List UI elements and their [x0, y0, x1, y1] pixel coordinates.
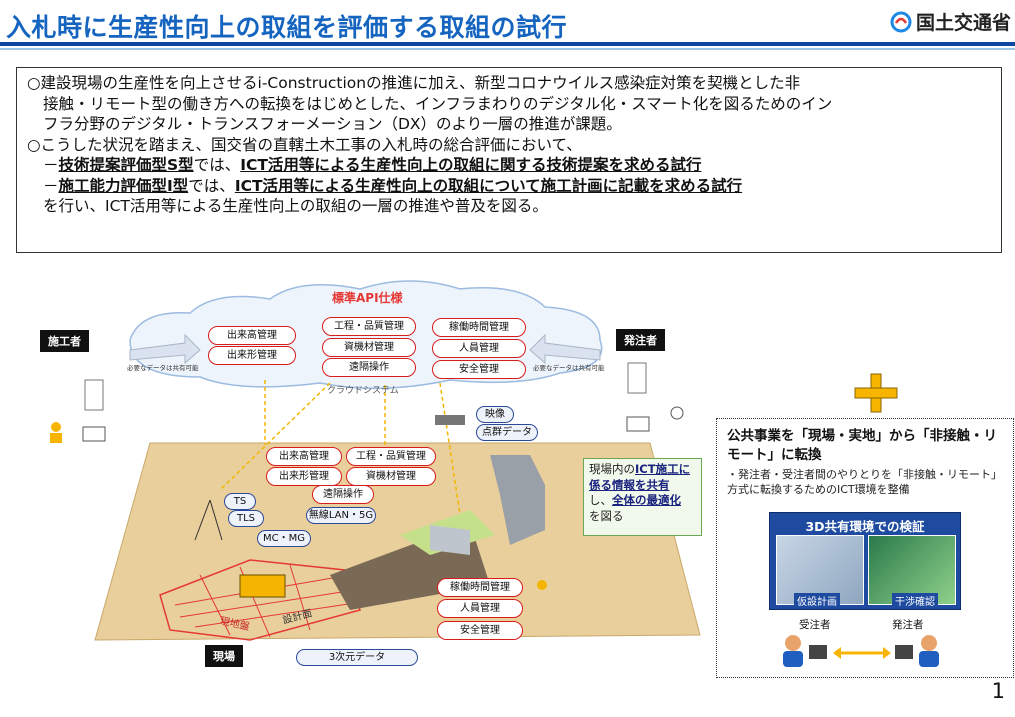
ict-sharing-callout: 現場内のICT施工に 係る情報を共有 し、全体の最適化 を図る	[583, 458, 702, 536]
callout-text: し、	[589, 493, 612, 507]
video-label: 映像	[476, 406, 514, 423]
item-mid: では、	[188, 176, 235, 195]
contractor-avatar-icon	[785, 635, 801, 651]
plus-icon	[854, 373, 898, 413]
remote-panel-title: 公共事業を「現場・実地」から「非接触・リモート」に転換	[727, 428, 997, 463]
tls-label: TLS	[228, 510, 264, 527]
right-pill: 稼働時間管理	[437, 578, 523, 597]
cloud-pill: 出来形管理	[208, 346, 296, 365]
field-pill: 遠隔操作	[312, 485, 374, 504]
laptop-icon	[82, 426, 106, 442]
monitor-icon	[809, 645, 827, 659]
remote-panel-text: ・発注者・受注者間のやりとりを「非接触・リモート」方式に転換するためのICT環境…	[727, 468, 1002, 496]
eval-type-i: 施工能力評価型Ⅰ型	[58, 176, 189, 195]
cloud-system-label: クラウドシステム	[327, 386, 399, 396]
eval-requirement-s: ICT活用等による生産性向上の取組に関する技術提案を求める試行	[240, 156, 702, 174]
share-note-right: 必要なデータは共有可能	[533, 364, 605, 372]
summary-item-s-type: －技術提案評価型S型では、ICT活用等による生産性向上の取組に関する技術提案を求…	[27, 155, 991, 176]
right-pill: 安全管理	[437, 621, 523, 640]
point-cloud-label: 点群データ	[476, 424, 538, 441]
field-pill: 出来高管理	[266, 447, 342, 466]
laptop-icon	[626, 416, 650, 432]
owner-avatar-icon	[921, 635, 937, 651]
field-pill: 工程・品質管理	[346, 447, 436, 466]
cloud-pill: 遠隔操作	[322, 358, 416, 377]
field-pill: 出来形管理	[266, 467, 342, 486]
summary-line: ○建設現場の生産性を向上させるi-Constructionの推進に加え、新型コロ…	[27, 74, 801, 92]
eval-requirement-i: ICT活用等による生産性向上の取組について施工計画に記載を求める試行	[234, 176, 743, 195]
share-arrow-left	[129, 333, 201, 365]
owner-label: 発注者	[616, 329, 665, 351]
caption-temporary-plan: 仮設計画	[794, 593, 840, 608]
bridge-pier	[490, 455, 545, 545]
callout-text: を図る	[589, 508, 624, 523]
summary-line: を行い、ICT活用等による生産性向上の取組の一層の推進や普及を図る。	[43, 197, 548, 215]
office-building-icon	[84, 379, 104, 411]
summary-line: 接触・リモート型の働き方への転換をはじめとした、インフラまわりのデジタル化・スマ…	[43, 94, 833, 113]
dash: －	[43, 156, 59, 174]
cloud-pill: 出来高管理	[208, 326, 296, 345]
worker-icon	[51, 422, 61, 432]
contractor-person-label: 受注者	[799, 619, 831, 631]
mc-mg-label: MC・MG	[257, 530, 311, 547]
callout-bold: 全体の最適化	[612, 493, 681, 507]
remote-panel: 公共事業を「現場・実地」から「非接触・リモート」に転換 ・発注者・受注者間のやり…	[716, 418, 1014, 678]
cloud-pill: 人員管理	[432, 339, 526, 358]
3d-box-title: 3D共有環境での検証	[805, 519, 925, 534]
ts-label: TS	[224, 493, 256, 510]
3d-environment-box: 3D共有環境での検証 仮設計画 干渉確認	[769, 512, 961, 610]
cloud-pill: 工程・品質管理	[322, 317, 416, 336]
remote-communication-graphic	[783, 635, 939, 667]
right-pill: 人員管理	[437, 599, 523, 618]
person-icon	[670, 406, 684, 420]
drone-icon	[435, 415, 465, 425]
ground-mesh	[159, 559, 361, 641]
bulldozer-icon	[239, 574, 286, 598]
title-underline-light	[0, 48, 1015, 50]
item-mid: では、	[193, 156, 241, 174]
dash: －	[43, 176, 59, 195]
cloud-pill: 安全管理	[432, 360, 526, 379]
callout-bold: 係る情報を共有	[589, 477, 670, 492]
wireless-lan-5g-label: 無線LAN・5G	[306, 507, 376, 524]
summary-line: フラ分野のデジタル・トランスフォーメーション（DX）のより一層の推進が課題。	[43, 115, 622, 133]
share-note-left: 必要なデータは共有可能	[127, 364, 199, 372]
logo-text: 国土交通省	[915, 12, 1011, 34]
owner-building-icon	[627, 362, 647, 394]
callout-text: 現場内の	[589, 462, 635, 476]
caption-interference-check: 干渉確認	[892, 593, 938, 608]
summary-line: ○こうした状況を踏まえ、国交省の直轄土木工事の入札時の総合評価において、	[27, 135, 582, 154]
total-station-icon	[194, 499, 211, 541]
callout-bold: ICT施工に	[635, 462, 691, 476]
mlit-emblem-icon	[890, 11, 912, 32]
site-label: 現場	[205, 645, 243, 667]
3d-data-label: 3次元データ	[296, 649, 418, 666]
standard-api-label: 標準API仕様	[332, 291, 403, 305]
page-title: 入札時に生産性向上の取組を評価する取組の試行	[6, 13, 568, 42]
summary-item-i-type: －施工能力評価型Ⅰ型では、ICT活用等による生産性向上の取組について施工計画に記…	[27, 176, 991, 197]
worker-icon	[537, 580, 547, 590]
title-underline	[0, 42, 1015, 46]
contractor-label: 施工者	[40, 330, 89, 352]
eval-type-s: 技術提案評価型S型	[58, 156, 194, 174]
cloud-pill: 資機材管理	[322, 338, 416, 357]
cloud-pill: 稼働時間管理	[432, 318, 526, 337]
data-link-line	[219, 382, 331, 491]
page-number: 1	[991, 679, 1005, 703]
share-arrow-right	[529, 333, 601, 365]
data-link-line	[439, 382, 471, 581]
summary-box: ○建設現場の生産性を向上させるi-Constructionの推進に加え、新型コロ…	[16, 67, 1002, 253]
owner-person-label: 発注者	[892, 619, 924, 631]
mlit-logo: 国土交通省	[890, 8, 1011, 35]
monitor-icon	[895, 645, 913, 659]
field-pill: 資機材管理	[346, 467, 436, 486]
